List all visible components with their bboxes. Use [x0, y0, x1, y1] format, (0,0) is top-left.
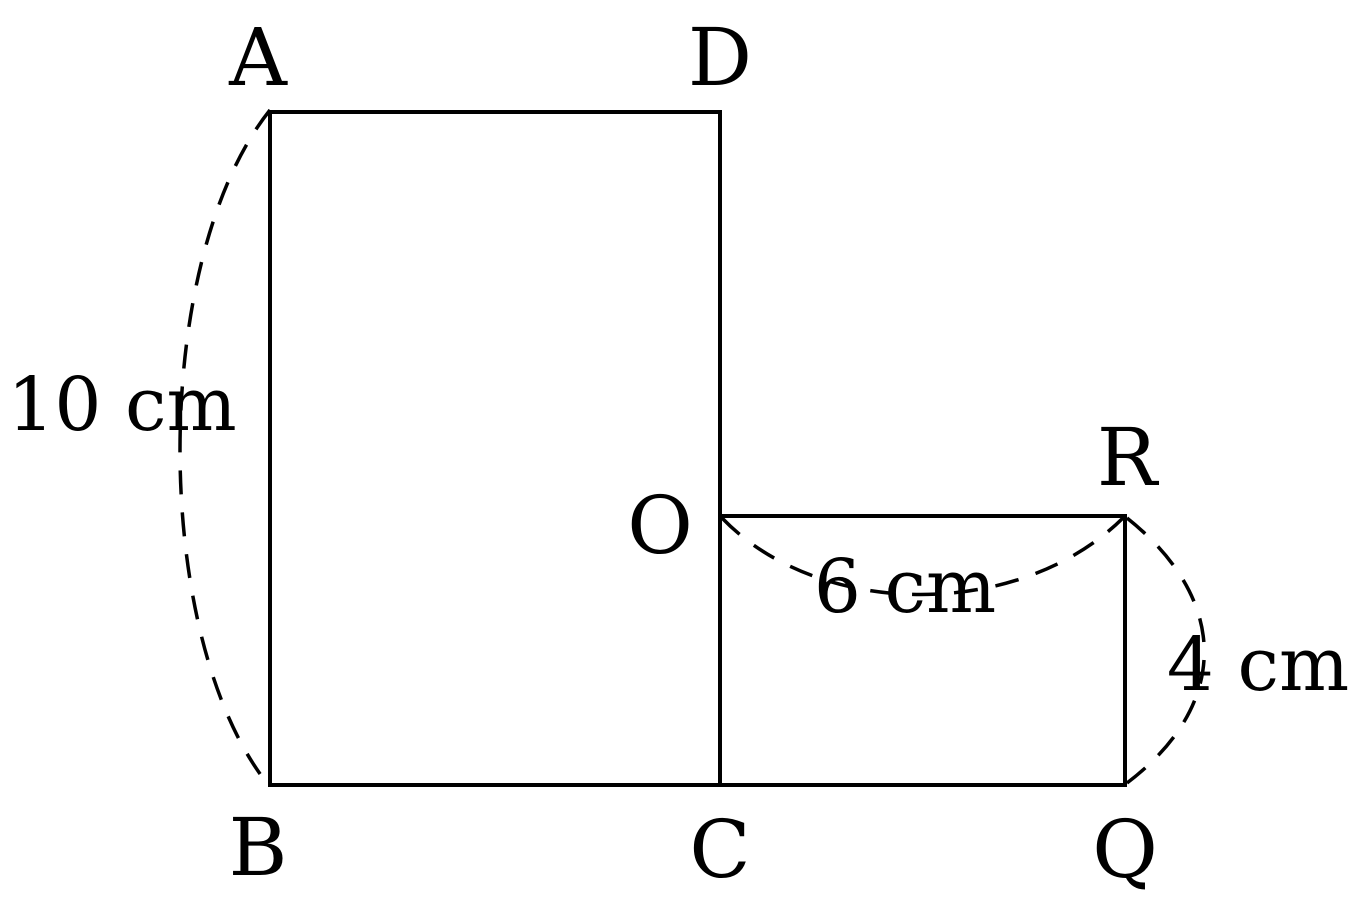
dimension-arc-or: [720, 516, 1125, 597]
dimension-label-or: 6 cm: [814, 544, 996, 630]
dimension-label-ab: 10 cm: [7, 362, 236, 448]
point-label-q: Q: [1092, 803, 1158, 896]
point-label-o: O: [627, 479, 693, 572]
dimension-arc-rq: [1125, 516, 1206, 785]
point-label-r: R: [1097, 411, 1160, 504]
rectangle-ocqr: [718, 514, 1127, 787]
rectangle-abcd: [268, 110, 722, 787]
dimension-label-rq: 4 cm: [1167, 622, 1349, 708]
dimension-arc-ab: [178, 108, 272, 789]
point-label-d: D: [688, 11, 752, 104]
point-label-b: B: [229, 801, 288, 894]
point-label-a: A: [228, 11, 288, 104]
point-label-c: C: [689, 803, 750, 896]
